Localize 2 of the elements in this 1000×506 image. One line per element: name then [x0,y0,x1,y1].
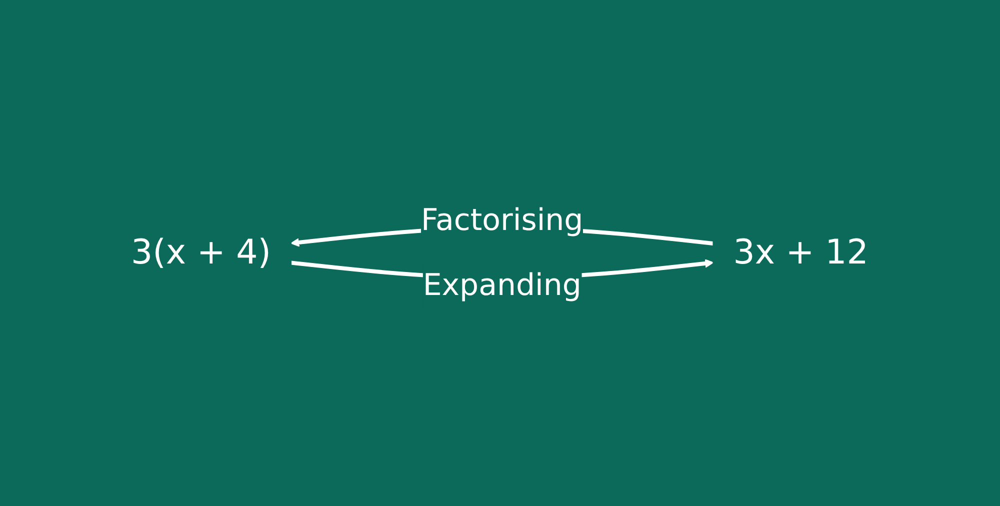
node-text: 3(x + 4) [131,232,272,272]
node-text: 3x + 12 [734,232,869,272]
